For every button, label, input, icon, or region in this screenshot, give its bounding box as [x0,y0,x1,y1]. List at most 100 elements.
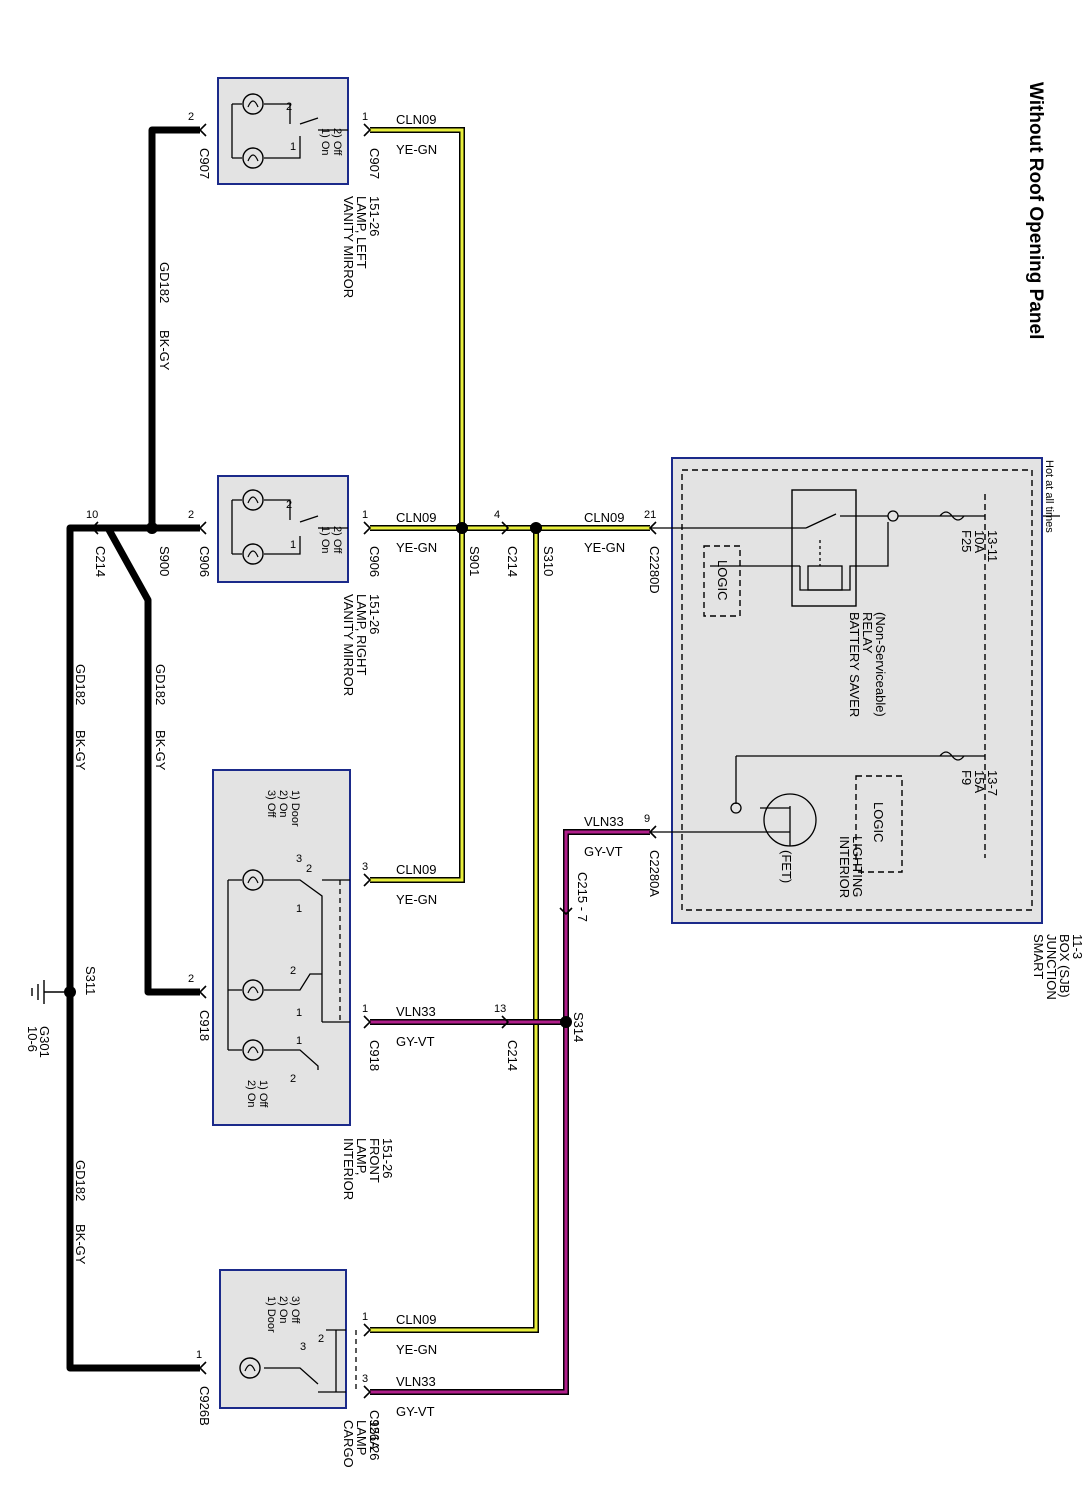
switch-label: 3) Off [289,1296,301,1324]
pin-number: 1 [362,1311,368,1323]
fuse-f25-label: F25 [959,530,974,552]
splice-s901 [456,522,468,534]
pin-number: 1 [196,1349,202,1361]
pin-number: 3 [362,861,368,873]
gy-vt-wire [370,829,650,1395]
cargo-internals [264,1329,357,1393]
sjb-inner-dashed [681,469,1033,911]
splice-s310 [530,522,542,534]
connector-label: C907 [197,148,212,179]
wire-label: BK-GY [73,730,88,771]
splice-label: S314 [571,1012,586,1042]
wire-label: VLN33 [396,1374,436,1389]
wire-label: CLN09 [396,862,436,877]
pin-number: 2 [306,863,312,875]
component-name: 151-26 [367,594,382,634]
pin-number: 2 [290,965,296,977]
pin-number: 2 [188,111,194,123]
connector-chevrons [90,123,657,1399]
wire-label: YE-GN [584,540,625,555]
fuse-f25-label: 13-11 [985,530,1000,562]
diagram-title: Without Roof Opening Panel [1025,82,1046,339]
pin-number: 1 [296,1035,302,1047]
wire-label: CLN09 [396,1312,436,1327]
component-name: FRONT [367,1138,382,1183]
relay-name: (Non-Serviceable) [873,612,888,717]
ground-ref: 10-6 [25,1026,40,1052]
pin-number: 2 [188,973,194,985]
logic-label: LOGIC [715,560,730,600]
relay-internals [650,510,985,591]
pin-number: 1 [362,509,368,521]
cargo-lamp [219,1269,347,1409]
fuse-f9-label: 15A [972,770,987,793]
switch-label: 2) On [277,1296,289,1324]
interior-lamp-front [212,769,351,1126]
wire-label: YE-GN [396,1342,437,1357]
splice-s311 [64,986,76,998]
logic-block [855,775,903,873]
wire-label: VLN33 [396,1004,436,1019]
vanity-left-internals [231,103,348,159]
wire-label: YE-GN [396,142,437,157]
pin-number: 3 [362,1373,368,1385]
fuse-f25-symbol [939,511,965,521]
connector-label: C2280A [647,850,662,897]
ground-wire-branch [104,526,200,996]
component-name: VANITY MIRROR [341,196,356,298]
pin-number: 3 [300,1341,306,1353]
vanity-right-internals [231,499,348,555]
wire-label: GY-VT [396,1404,435,1419]
hot-at-all-times-label: Hot at all times [1043,460,1055,533]
splice-s314 [560,1016,572,1028]
wire-label: GY-VT [396,1034,435,1049]
component-name: SMART [1031,934,1046,979]
component-name: LAMP [354,1420,369,1455]
wire-label: YE-GN [396,892,437,907]
wire-label: GD182 [153,664,168,705]
wire-label: GD182 [73,1160,88,1201]
fet-label: (FET) [779,850,794,883]
pin-number: 2 [286,499,292,511]
pin-number: 3 [296,853,302,865]
component-name: CARGO [341,1420,356,1468]
component-name: 151-26 [367,1420,382,1460]
connector-label: C214 [505,1040,520,1071]
component-name: LAMP, LEFT [354,196,369,269]
splice-s900 [146,522,158,534]
interior-lighting-name: LIGHTING [850,836,865,897]
ground-name: G301 [37,1026,52,1058]
wire-label: BK-GY [73,1224,88,1265]
component-name: LAMP, RIGHT [354,594,369,675]
component-name: INTERIOR [341,1138,356,1200]
pin-number: 2 [318,1333,324,1345]
component-name: 151-26 [380,1138,395,1178]
connector-label: C214 [93,546,108,577]
wire-label: CLN09 [584,510,624,525]
wire-label: BK-GY [153,730,168,771]
switch-label: 3) Off [265,790,277,818]
switch-label: 2) Off [331,526,343,554]
ground-wire-left [148,126,200,528]
pin-number: 13 [494,1003,506,1015]
switch-label: 1) On [319,128,331,156]
wire-label: CLN09 [396,510,436,525]
relay-name: BATTERY SAVER [847,612,862,717]
logic-label: LOGIC [871,802,886,842]
splice-label: S311 [83,966,98,995]
smart-junction-box [671,457,1043,924]
component-name: 151-26 [367,196,382,236]
fuse-f25-label: 10A [972,530,987,553]
connector-label: C926B [197,1386,212,1426]
pin-number: 10 [86,509,98,521]
splice-label: S901 [467,546,482,576]
connector-label: C2280D [647,546,662,594]
pin-number: 1 [296,1007,302,1019]
splice-label: S900 [157,546,172,576]
pin-number: 2 [188,509,194,521]
switch-label: 1) Door [265,1296,277,1333]
ye-gn-wire [370,127,650,1333]
pin-number: 1 [296,903,302,915]
pin-number: 9 [644,813,650,825]
